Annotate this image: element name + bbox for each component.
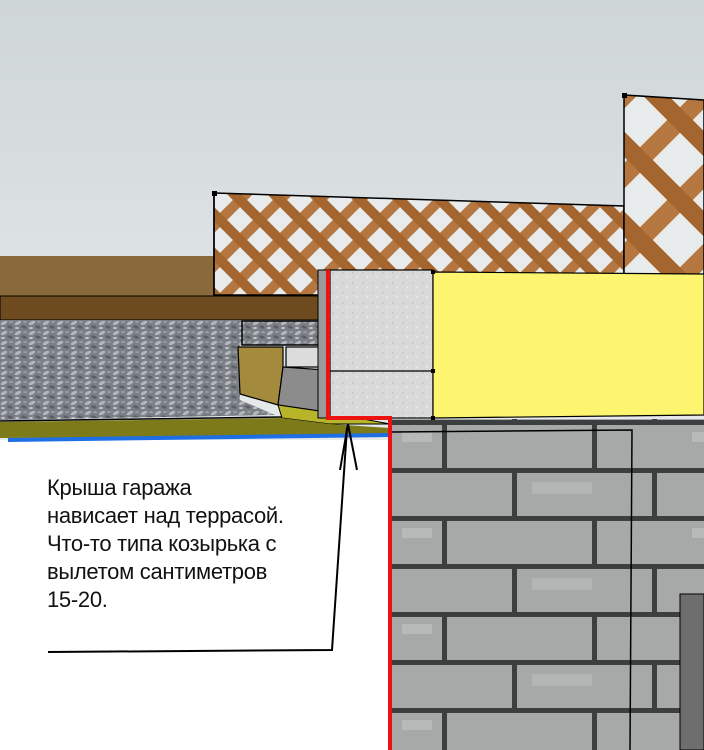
- gravel-small-block: [241, 320, 321, 346]
- olive-base-layer: [0, 418, 390, 438]
- leader-line: [47, 427, 348, 653]
- annotation-line: Крыша гаража: [47, 475, 192, 500]
- insulation-layer: [432, 271, 704, 419]
- tan-block: [237, 346, 284, 406]
- annotation-line: вылетом сантиметров: [47, 559, 268, 584]
- brick-wall: [392, 419, 704, 750]
- annotation-text: Крыша гаража нависает над террасой. Что-…: [47, 474, 337, 614]
- annotation-line: нависает над террасой.: [47, 503, 284, 528]
- annotation-line: 15-20.: [47, 587, 108, 612]
- overhang-outline: [326, 270, 392, 750]
- arrow-head-icon: [339, 423, 358, 471]
- concrete-block: [329, 269, 434, 419]
- dark-panel: [679, 593, 704, 750]
- waterproofing-line: [7, 433, 389, 442]
- lattice-fence-high: [623, 94, 704, 276]
- terrace-deck-board: [0, 295, 323, 321]
- annotation-line: Что-то типа козырька с: [47, 531, 277, 556]
- small-white-block: [285, 346, 323, 368]
